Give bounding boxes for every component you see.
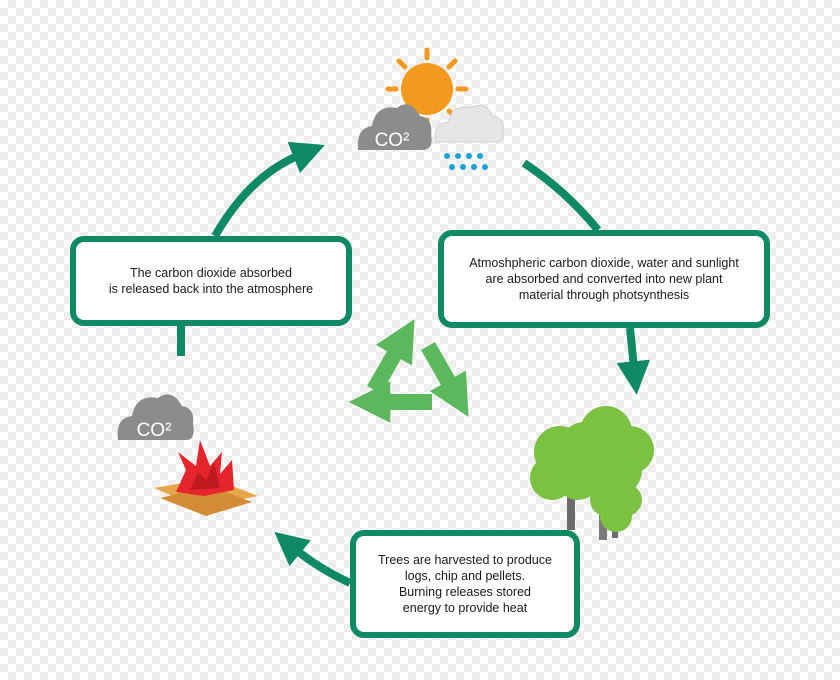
co2-label-left: CO² bbox=[137, 420, 172, 441]
fire-icon bbox=[154, 440, 258, 516]
co2-label-top: CO² bbox=[375, 130, 410, 151]
step-harvest-text: Trees are harvested to produce logs, chi… bbox=[378, 552, 552, 616]
co2-cloud-icon: CO² bbox=[357, 104, 432, 151]
step-release-box: The carbon dioxide absorbed is released … bbox=[70, 236, 352, 326]
rain-cloud-icon bbox=[434, 104, 504, 170]
recycle-icon bbox=[348, 319, 469, 423]
step-harvest-box: Trees are harvested to produce logs, chi… bbox=[350, 530, 580, 638]
arrow-release-to-atmosphere bbox=[211, 141, 325, 238]
step-absorb-text: Atmoshpheric carbon dioxide, water and s… bbox=[469, 255, 739, 303]
arrow-harvest-to-fire bbox=[274, 531, 352, 587]
co2-cloud-icon-left: CO² bbox=[117, 394, 194, 441]
arrow-absorb-to-trees bbox=[616, 327, 651, 395]
trees-icon bbox=[530, 406, 654, 540]
step-release-text: The carbon dioxide absorbed is released … bbox=[108, 265, 314, 296]
arrow-atmosphere-to-absorb bbox=[521, 159, 602, 233]
step-absorb-box: Atmoshpheric carbon dioxide, water and s… bbox=[438, 230, 770, 328]
